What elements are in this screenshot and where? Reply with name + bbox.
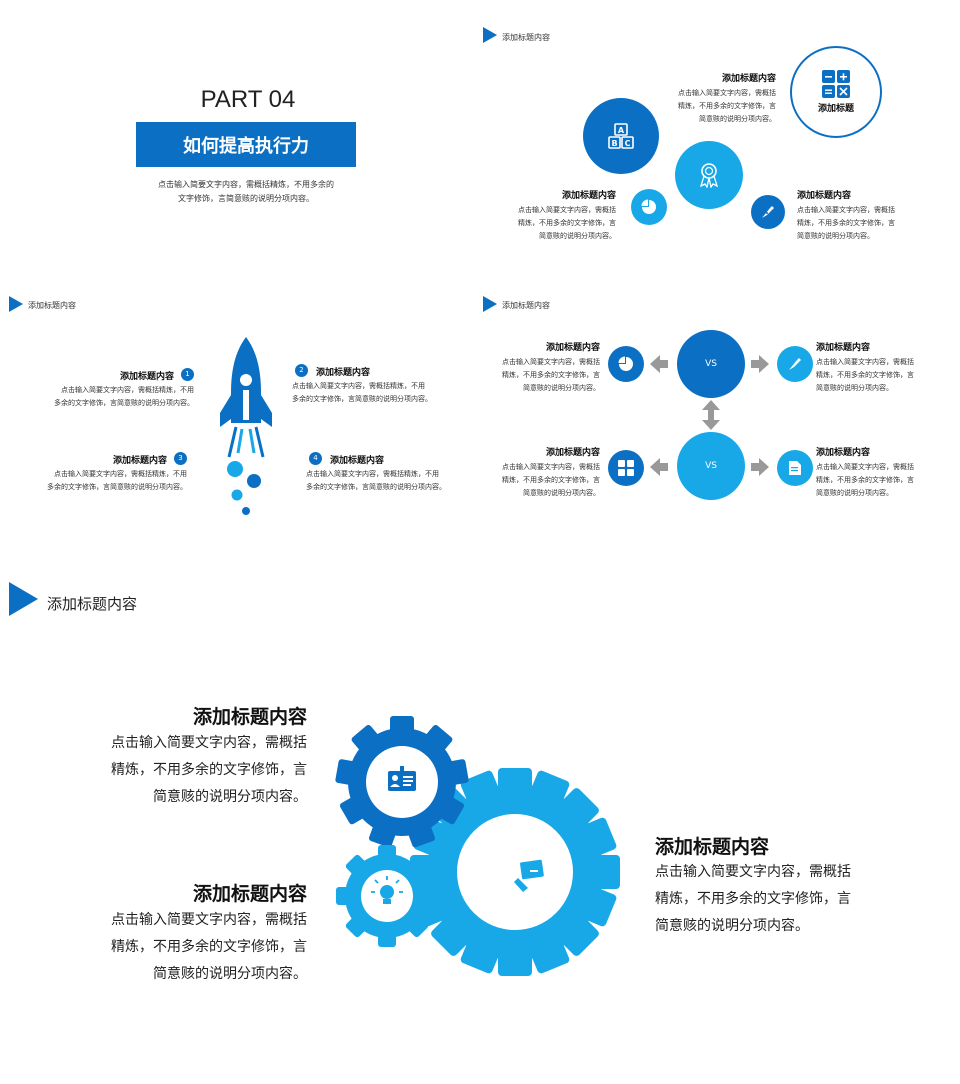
calculator-icon-circle bbox=[608, 450, 644, 486]
rocket-item-title-1: 添加标题内容 bbox=[119, 372, 174, 382]
id-card-icon bbox=[388, 766, 416, 791]
section-title: 如何提高执行力 bbox=[183, 135, 309, 157]
svg-text:C: C bbox=[625, 139, 631, 148]
gear-item-title-3: 添加标题内容 bbox=[655, 836, 770, 858]
vs-item-title-4: 添加标题内容 bbox=[816, 448, 871, 458]
arrow-left-icon bbox=[650, 355, 668, 373]
slide-circles: 添加标题内容 添加标题 添加标题内容 点击输入简要文字内容，需概括 精炼，不用多… bbox=[480, 0, 960, 270]
slide-vs: 添加标题内容 VS VS 添加标题内容 点击 bbox=[480, 271, 960, 541]
gear-item-title-1: 添加标题内容 bbox=[192, 706, 307, 728]
pie-chart-icon bbox=[618, 356, 633, 371]
hand-card-icon bbox=[514, 859, 544, 892]
arrow-right-icon bbox=[751, 355, 769, 373]
svg-text:A: A bbox=[618, 126, 625, 135]
gear-item-body-2: 点击输入简要文字内容，需概括 精炼，不用多余的文字修饰，言 简意赅的说明分项内容… bbox=[111, 912, 307, 982]
double-arrow-vertical-icon bbox=[702, 400, 720, 430]
vs-circle-bottom: VS bbox=[677, 432, 745, 500]
slide-header: 添加标题内容 bbox=[502, 33, 550, 42]
calculator-icon bbox=[822, 70, 850, 98]
rocket-item-body-3: 点击输入简要文字内容，需概括精炼，不用 多余的文字修饰，言简意赅的说明分项内容。 bbox=[47, 470, 187, 491]
pie-icon-circle bbox=[608, 346, 644, 382]
gear-item-body-3: 点击输入简要文字内容，需概括 精炼，不用多余的文字修饰，言 简意赅的说明分项内容… bbox=[655, 864, 851, 934]
vs-item-body-2: 点击输入简要文字内容，需概括 精炼，不用多余的文字修饰，言 简意赅的说明分项内容… bbox=[816, 358, 914, 392]
vs-item-title-1: 添加标题内容 bbox=[545, 343, 600, 353]
document-icon-circle bbox=[777, 450, 813, 486]
abc-blocks-icon: A B C bbox=[608, 123, 634, 149]
rocket-icon bbox=[220, 337, 272, 515]
blocks-circle: A B C bbox=[583, 98, 659, 174]
section-desc: 点击输入简要文字内容，需概括精炼，不用多余的 文字修饰，言简意赅的说明分项内容。 bbox=[158, 180, 334, 203]
item-title-left: 添加标题内容 bbox=[561, 191, 616, 201]
pen-nib-icon bbox=[789, 358, 801, 370]
vs-circle-top: VS bbox=[677, 330, 745, 398]
award-ribbon-icon bbox=[699, 163, 719, 188]
item-body-left: 点击输入简要文字内容，需概括 精炼，不用多余的文字修饰，言 简意赅的说明分项内容… bbox=[518, 206, 616, 240]
rocket-item-num-4: 4 bbox=[309, 452, 322, 465]
slide-part-04: PART 04 如何提高执行力 点击输入简要文字内容，需概括精炼，不用多余的 文… bbox=[0, 0, 480, 270]
badge-label: 添加标题 bbox=[817, 104, 854, 114]
item-title-right: 添加标题内容 bbox=[797, 191, 852, 201]
rocket-item-num-3: 3 bbox=[174, 452, 187, 465]
vs-label-bottom: VS bbox=[705, 461, 717, 471]
rocket-item-body-2: 点击输入简要文字内容，需概括精炼，不用 多余的文字修饰，言简意赅的说明分项内容。 bbox=[292, 382, 432, 403]
header-triangle-icon bbox=[483, 296, 497, 312]
slide-header: 添加标题内容 bbox=[502, 301, 550, 310]
item-title-top: 添加标题内容 bbox=[721, 74, 776, 84]
gears-graphic bbox=[335, 716, 620, 976]
vs-item-body-4: 点击输入简要文字内容，需概括 精炼，不用多余的文字修饰，言 简意赅的说明分项内容… bbox=[816, 463, 914, 497]
slide-rocket: 添加标题内容 添加标题内容 1 点击输入简要文字内容，需概括精炼，不用 多余的文… bbox=[0, 271, 480, 541]
document-edit-icon bbox=[789, 461, 801, 475]
pen-circle bbox=[751, 195, 785, 229]
rocket-item-title-4: 添加标题内容 bbox=[330, 456, 385, 466]
rocket-item-body-4: 点击输入简要文字内容，需概括精炼，不用 多余的文字修饰，言简意赅的说明分项内容。 bbox=[306, 470, 446, 491]
rocket-item-num-1: 1 bbox=[181, 368, 194, 381]
item-body-top: 点击输入简要文字内容，需概括 精炼，不用多余的文字修饰，言 简意赅的说明分项内容… bbox=[678, 89, 776, 123]
section-title-box: 如何提高执行力 bbox=[136, 122, 356, 167]
rocket-item-title-2: 添加标题内容 bbox=[316, 368, 371, 378]
pen-icon-circle bbox=[777, 346, 813, 382]
header-triangle-icon bbox=[9, 582, 38, 616]
vs-item-body-3: 点击输入简要文字内容，需概括 精炼，不用多余的文字修饰，言 简意赅的说明分项内容… bbox=[502, 463, 600, 497]
gear-item-title-2: 添加标题内容 bbox=[192, 883, 307, 905]
vs-label-top: VS bbox=[705, 359, 717, 369]
rocket-item-num-2: 2 bbox=[295, 364, 308, 377]
vs-item-title-2: 添加标题内容 bbox=[816, 343, 871, 353]
arrow-right-icon bbox=[751, 458, 769, 476]
vs-item-body-1: 点击输入简要文字内容，需概括 精炼，不用多余的文字修饰，言 简意赅的说明分项内容… bbox=[502, 358, 600, 392]
pen-nib-icon bbox=[762, 206, 774, 218]
badge-circle: 添加标题 bbox=[790, 46, 882, 138]
slide-header: 添加标题内容 bbox=[47, 595, 138, 613]
item-body-right: 点击输入简要文字内容，需概括 精炼，不用多余的文字修饰，言 简意赅的说明分项内容… bbox=[797, 206, 895, 240]
gear-item-body-1: 点击输入简要文字内容，需概括 精炼，不用多余的文字修饰，言 简意赅的说明分项内容… bbox=[111, 735, 307, 805]
part-number: PART 04 bbox=[200, 86, 296, 113]
svg-text:B: B bbox=[611, 139, 617, 148]
arrow-left-icon bbox=[650, 458, 668, 476]
calculator-icon bbox=[618, 460, 634, 476]
header-triangle-icon bbox=[483, 27, 497, 43]
gear-large bbox=[410, 768, 620, 976]
lightbulb-icon bbox=[371, 876, 403, 904]
pie-chart-icon bbox=[641, 199, 656, 214]
pie-circle bbox=[631, 189, 667, 225]
slide-header: 添加标题内容 bbox=[28, 301, 76, 310]
rocket-item-body-1: 点击输入简要文字内容，需概括精炼，不用 多余的文字修饰，言简意赅的说明分项内容。 bbox=[54, 386, 194, 407]
rocket-item-title-3: 添加标题内容 bbox=[112, 456, 167, 466]
award-circle bbox=[675, 141, 743, 209]
vs-item-title-3: 添加标题内容 bbox=[545, 448, 600, 458]
slide-gears: 添加标题内容 bbox=[0, 542, 960, 1084]
header-triangle-icon bbox=[9, 296, 23, 312]
